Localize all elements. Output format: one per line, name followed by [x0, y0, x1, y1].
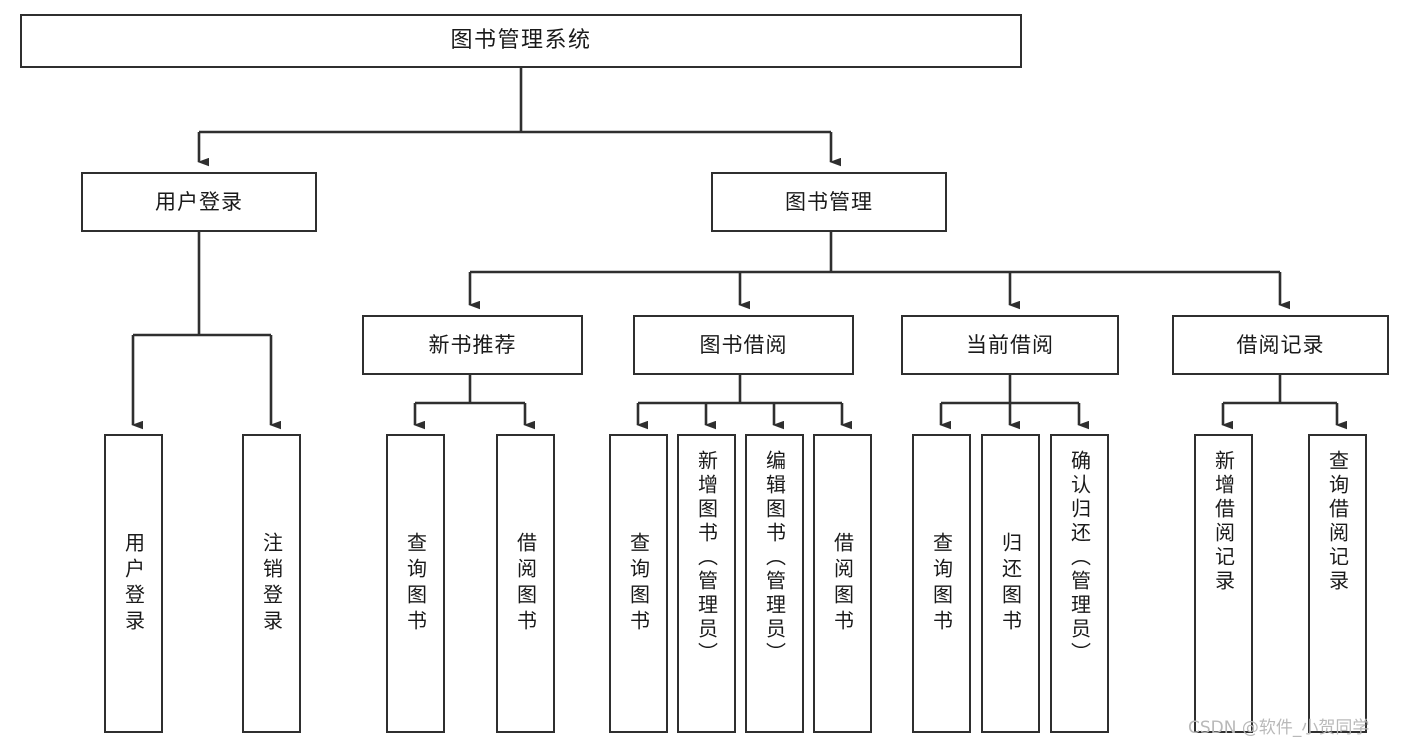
node-book-manage[interactable]: 图书管理: [711, 172, 947, 232]
node-label: 查询图书: [929, 531, 954, 636]
node-book-borrow[interactable]: 图书借阅: [633, 315, 854, 375]
node-label: 当前借阅: [966, 332, 1054, 357]
csdn-watermark: CSDN @软件_小贺同学: [1188, 718, 1370, 738]
node-label: 用户登录: [155, 189, 243, 214]
node-label: 用户登录: [121, 531, 146, 636]
node-label: 归还图书: [998, 531, 1023, 636]
node-label: 查询图书: [626, 531, 651, 636]
leaf-edit-book-admin[interactable]: 编辑图书（管理员）: [745, 434, 804, 733]
node-label: 查询借阅记录: [1325, 450, 1350, 594]
leaf-user-login[interactable]: 用户登录: [104, 434, 163, 733]
leaf-borrow-book-recommend[interactable]: 借阅图书: [496, 434, 555, 733]
node-new-book-recommend[interactable]: 新书推荐: [362, 315, 583, 375]
node-label: 借阅图书: [830, 531, 855, 636]
node-borrow-record[interactable]: 借阅记录: [1172, 315, 1389, 375]
node-label: 图书管理系统: [450, 27, 592, 53]
node-label: 借阅图书: [513, 531, 538, 636]
node-label: 图书借阅: [699, 332, 788, 357]
leaf-return-book[interactable]: 归还图书: [981, 434, 1040, 733]
node-user-login[interactable]: 用户登录: [81, 172, 317, 232]
node-label: 新增借阅记录: [1211, 450, 1236, 594]
node-label: 编辑图书（管理员）: [762, 450, 787, 666]
leaf-user-logout[interactable]: 注销登录: [242, 434, 301, 733]
node-root-system[interactable]: 图书管理系统: [20, 14, 1022, 68]
node-label: 新书推荐: [428, 332, 517, 357]
leaf-borrow-book[interactable]: 借阅图书: [813, 434, 872, 733]
node-current-borrow[interactable]: 当前借阅: [901, 315, 1119, 375]
leaf-confirm-return-admin[interactable]: 确认归还（管理员）: [1050, 434, 1109, 733]
leaf-add-book-admin[interactable]: 新增图书（管理员）: [677, 434, 736, 733]
leaf-query-book-recommend[interactable]: 查询图书: [386, 434, 445, 733]
node-label: 注销登录: [259, 531, 284, 636]
leaf-add-borrow-record[interactable]: 新增借阅记录: [1194, 434, 1253, 733]
leaf-query-book-borrow[interactable]: 查询图书: [609, 434, 668, 733]
node-label: 查询图书: [403, 531, 428, 636]
node-label: 借阅记录: [1236, 332, 1325, 357]
node-label: 新增图书（管理员）: [694, 450, 719, 666]
node-label: 确认归还（管理员）: [1067, 450, 1092, 666]
node-label: 图书管理: [785, 189, 873, 214]
leaf-query-borrow-record[interactable]: 查询借阅记录: [1308, 434, 1367, 733]
leaf-query-book-current[interactable]: 查询图书: [912, 434, 971, 733]
